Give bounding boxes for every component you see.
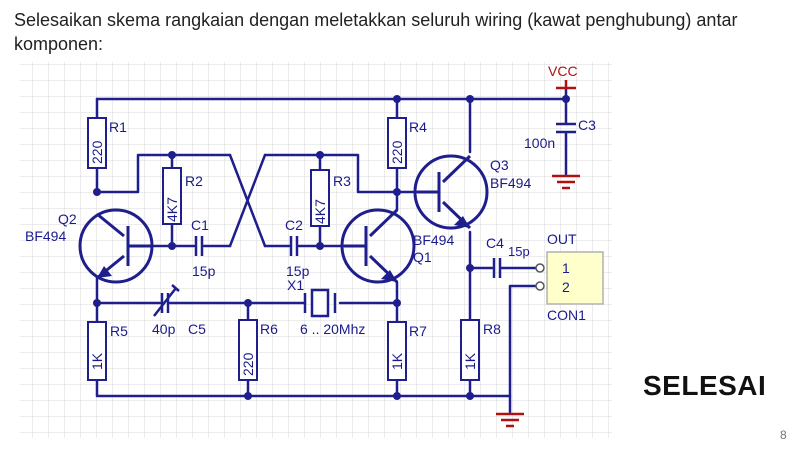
r5-value-label: 1K bbox=[89, 352, 105, 370]
wire-cross-top-right bbox=[263, 153, 399, 194]
ground-symbol-c3 bbox=[552, 174, 580, 190]
capacitor-c1-symbol bbox=[194, 236, 204, 256]
c1-value-label: 15p bbox=[192, 263, 216, 279]
resistor-r8-body bbox=[460, 319, 480, 381]
r6-ref-label: R6 bbox=[260, 321, 278, 337]
q2-type-label: BF494 bbox=[25, 228, 66, 244]
capacitor-c3-symbol bbox=[556, 110, 576, 146]
r3-ref-label: R3 bbox=[333, 173, 351, 189]
resistor-r1-body bbox=[87, 117, 107, 169]
transistor-q3-symbol bbox=[413, 154, 489, 230]
q3-ref-label: Q3 bbox=[490, 157, 509, 173]
vcc-label: VCC bbox=[548, 63, 578, 79]
q2-ref-label: Q2 bbox=[58, 211, 77, 227]
c3-value-label: 100n bbox=[524, 135, 555, 151]
junction-dot bbox=[562, 95, 570, 103]
junction-dot bbox=[393, 392, 401, 400]
capacitor-c4-symbol bbox=[492, 258, 502, 278]
junction-dot bbox=[168, 242, 176, 250]
c1-ref-label: C1 bbox=[191, 217, 209, 233]
c3-ref-label: C3 bbox=[578, 117, 596, 133]
junction-dot bbox=[93, 299, 101, 307]
r1-value-label: 220 bbox=[89, 140, 105, 164]
resistor-r6-body bbox=[238, 319, 258, 381]
transistor-q2-symbol bbox=[78, 208, 154, 284]
q3-type-label: BF494 bbox=[490, 175, 531, 191]
con1-pin-2-label: 2 bbox=[562, 279, 570, 295]
junction-dot bbox=[466, 95, 474, 103]
con1-pin-1-label: 1 bbox=[562, 260, 570, 276]
r7-ref-label: R7 bbox=[409, 323, 427, 339]
junction-dot bbox=[244, 392, 252, 400]
junction-dot bbox=[393, 299, 401, 307]
wire-cross-b bbox=[228, 153, 267, 248]
r2-value-label: 4K7 bbox=[164, 197, 180, 222]
junction-dot bbox=[168, 151, 176, 159]
junction-dot bbox=[466, 264, 474, 272]
schematic-grid bbox=[20, 62, 612, 438]
c4-ref-label: C4 bbox=[486, 235, 504, 251]
junction-dot bbox=[316, 242, 324, 250]
connector-con1 bbox=[535, 251, 604, 305]
junction-dot bbox=[244, 299, 252, 307]
r2-ref-label: R2 bbox=[185, 173, 203, 189]
resistor-r4-body bbox=[387, 117, 407, 169]
slide-instruction: Selesaikan skema rangkaian dengan meleta… bbox=[14, 10, 738, 54]
r8-ref-label: R8 bbox=[483, 321, 501, 337]
c2-ref-label: C2 bbox=[285, 217, 303, 233]
transistor-q1-symbol bbox=[340, 208, 416, 284]
junction-dot bbox=[466, 392, 474, 400]
page-number: 8 bbox=[780, 428, 787, 442]
ground-symbol-main bbox=[496, 412, 524, 428]
junction-dot bbox=[316, 151, 324, 159]
c4-value-label: 15p bbox=[508, 244, 530, 259]
junction-dot bbox=[393, 95, 401, 103]
r5-ref-label: R5 bbox=[110, 323, 128, 339]
resistor-r3-body bbox=[310, 169, 330, 227]
c2-value-label: 15p bbox=[286, 263, 310, 279]
r7-value-label: 1K bbox=[389, 352, 405, 370]
resistor-r7-body bbox=[387, 321, 407, 381]
r4-ref-label: R4 bbox=[409, 119, 427, 135]
r6-value-label: 220 bbox=[240, 352, 256, 376]
c5-value-label: 40p bbox=[152, 321, 176, 337]
r3-value-label: 4K7 bbox=[312, 199, 328, 224]
con1-ref-label: CON1 bbox=[547, 307, 586, 323]
vcc-symbol bbox=[556, 80, 576, 90]
wire-ground-rail bbox=[95, 378, 512, 398]
wire-con1-ground bbox=[508, 284, 542, 414]
x1-ref-label: X1 bbox=[287, 277, 304, 293]
resistor-r5-body bbox=[87, 321, 107, 381]
junction-dot bbox=[93, 188, 101, 196]
r1-ref-label: R1 bbox=[109, 119, 127, 135]
junction-dot bbox=[393, 188, 401, 196]
r8-value-label: 1K bbox=[462, 352, 478, 370]
capacitor-c2-symbol bbox=[289, 236, 299, 256]
resistor-r2-body bbox=[162, 167, 182, 225]
c5-ref-label: C5 bbox=[188, 321, 206, 337]
q1-ref-label: Q1 bbox=[413, 249, 432, 265]
capacitor-c5-symbol bbox=[153, 284, 180, 317]
q1-type-label: BF494 bbox=[413, 232, 454, 248]
crystal-x1-symbol bbox=[303, 288, 337, 318]
status-label: SELESAI bbox=[643, 370, 767, 401]
x1-value-label: 6 .. 20Mhz bbox=[300, 321, 365, 337]
r4-value-label: 220 bbox=[389, 140, 405, 164]
con1-name-label: OUT bbox=[547, 231, 577, 247]
